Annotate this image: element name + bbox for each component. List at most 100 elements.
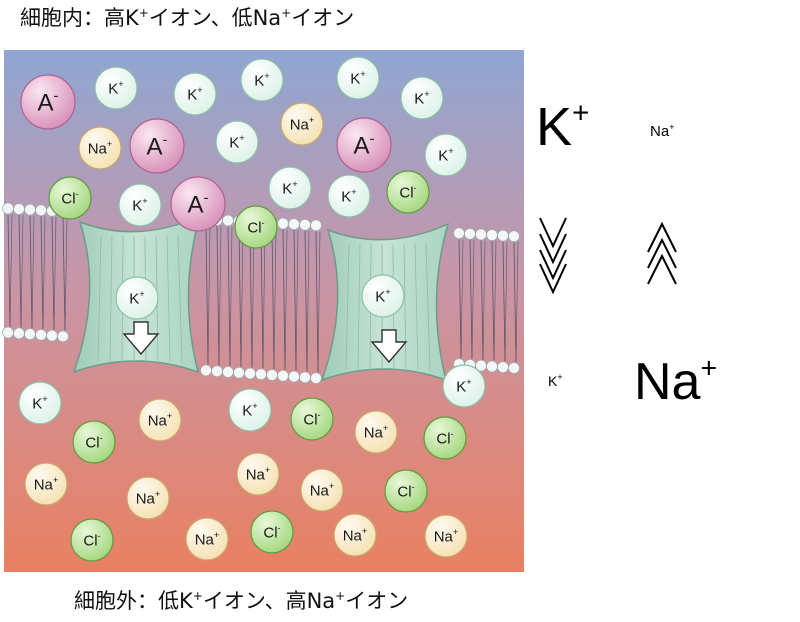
ion-sphere xyxy=(240,58,284,102)
lipid-head xyxy=(13,327,25,340)
lipid-head xyxy=(277,217,289,230)
lipid-tail xyxy=(238,227,242,367)
ion-label: K+ xyxy=(456,377,471,395)
lipid-tail xyxy=(458,239,462,359)
lipid-tail xyxy=(502,241,506,362)
lipid-tail xyxy=(227,226,231,366)
ion-label: Na+ xyxy=(434,527,459,545)
ion-label: K+ xyxy=(242,401,257,419)
lipid-tail xyxy=(504,241,508,362)
k-ion: K+ xyxy=(115,276,159,320)
k-ion: K+ xyxy=(424,133,468,177)
ion-label: K+ xyxy=(187,85,202,103)
lipid-tail xyxy=(480,240,484,360)
ion-label: Cl- xyxy=(397,482,414,500)
cl-ion: Cl- xyxy=(250,510,294,554)
extracellular-caption: 細胞外：低K+イオン、高Na+イオン xyxy=(74,589,409,613)
k-ion: K+ xyxy=(442,364,486,408)
ion-sphere xyxy=(18,381,62,425)
ion-sphere xyxy=(400,76,444,120)
ion-label: K+ xyxy=(108,79,123,97)
lipid-head xyxy=(211,365,223,378)
ion-label: Na+ xyxy=(34,475,59,493)
k-ion: K+ xyxy=(361,274,405,318)
ion-sphere xyxy=(118,183,162,227)
a-ion: A- xyxy=(129,118,185,174)
ion-sphere xyxy=(300,468,344,512)
ion-sphere xyxy=(170,176,226,232)
na-ion: Na+ xyxy=(300,468,344,512)
na-ion: Na+ xyxy=(126,476,170,520)
ion-label: Na+ xyxy=(136,489,161,507)
lipid-tail xyxy=(20,215,24,328)
lipid-head xyxy=(2,202,14,215)
cl-ion: Cl- xyxy=(48,176,92,220)
k-ion: K+ xyxy=(18,381,62,425)
ion-sphere xyxy=(185,517,229,561)
ion-label: Na+ xyxy=(364,423,389,441)
ion-sphere xyxy=(94,66,138,110)
lipid-head xyxy=(288,218,300,231)
ion-sphere xyxy=(290,397,334,441)
ion-sphere xyxy=(384,469,428,513)
down-arrow-icon xyxy=(370,329,408,364)
lipid-head xyxy=(13,203,25,215)
ion-sphere xyxy=(173,72,217,116)
ion-label: A- xyxy=(147,133,168,161)
lipid-tail xyxy=(295,230,299,371)
lipid-tail xyxy=(482,240,486,360)
lipid-tail xyxy=(249,227,253,368)
ion-label: Cl- xyxy=(61,189,78,207)
ion-label: Cl- xyxy=(247,218,264,236)
k-outside-low-label: K+ xyxy=(548,372,563,389)
a-ion: A- xyxy=(336,117,392,173)
cl-ion: Cl- xyxy=(384,469,428,513)
lipid-tail xyxy=(205,225,209,365)
lipid-head xyxy=(453,227,465,240)
lipid-tail xyxy=(469,239,473,359)
ion-label: K+ xyxy=(132,196,147,214)
lipid-tail xyxy=(262,228,266,369)
k-ion: K+ xyxy=(240,58,284,102)
lipid-tail xyxy=(18,215,22,328)
ion-sphere xyxy=(48,176,92,220)
ion-label: Na+ xyxy=(310,481,335,499)
lipid-head xyxy=(46,329,58,342)
lipid-tail xyxy=(515,242,519,362)
k-inside-high-label: K+ xyxy=(536,96,590,157)
ion-label: A- xyxy=(354,132,375,160)
lipid-tail xyxy=(260,228,264,369)
na-ion: Na+ xyxy=(24,462,68,506)
na-ion: Na+ xyxy=(354,410,398,454)
k-ion: K+ xyxy=(268,166,312,210)
lipid-tail xyxy=(493,241,497,361)
lipid-tail xyxy=(9,214,13,327)
ion-label: K+ xyxy=(375,287,390,305)
lipid-bilayer xyxy=(2,202,520,384)
na-ion: Na+ xyxy=(333,513,377,557)
lipid-head xyxy=(486,229,498,241)
ion-sphere xyxy=(215,120,259,164)
lipid-head xyxy=(486,360,498,373)
ion-sphere xyxy=(78,126,122,170)
lipid-tail xyxy=(513,242,517,362)
lipid-tail xyxy=(207,225,211,365)
lipid-head xyxy=(475,228,487,241)
lipid-head xyxy=(222,214,234,227)
k-efflux-arrow-icon xyxy=(539,217,567,295)
lipid-head xyxy=(497,361,509,374)
intracellular-caption: 細胞内：高K+イオン、低Na+イオン xyxy=(20,6,355,30)
lipid-tail xyxy=(240,227,244,367)
ion-sphere xyxy=(424,133,468,177)
k-ion: K+ xyxy=(215,120,259,164)
ion-label: Na+ xyxy=(343,526,368,544)
lipid-head xyxy=(35,204,47,217)
ion-sphere xyxy=(228,388,272,432)
k-ion: K+ xyxy=(118,183,162,227)
lipid-tail xyxy=(216,225,220,366)
lipid-tail xyxy=(273,228,277,370)
lipid-head xyxy=(24,328,36,340)
lipid-head xyxy=(277,369,289,382)
lipid-tail xyxy=(491,241,495,361)
k-ion: K+ xyxy=(94,66,138,110)
